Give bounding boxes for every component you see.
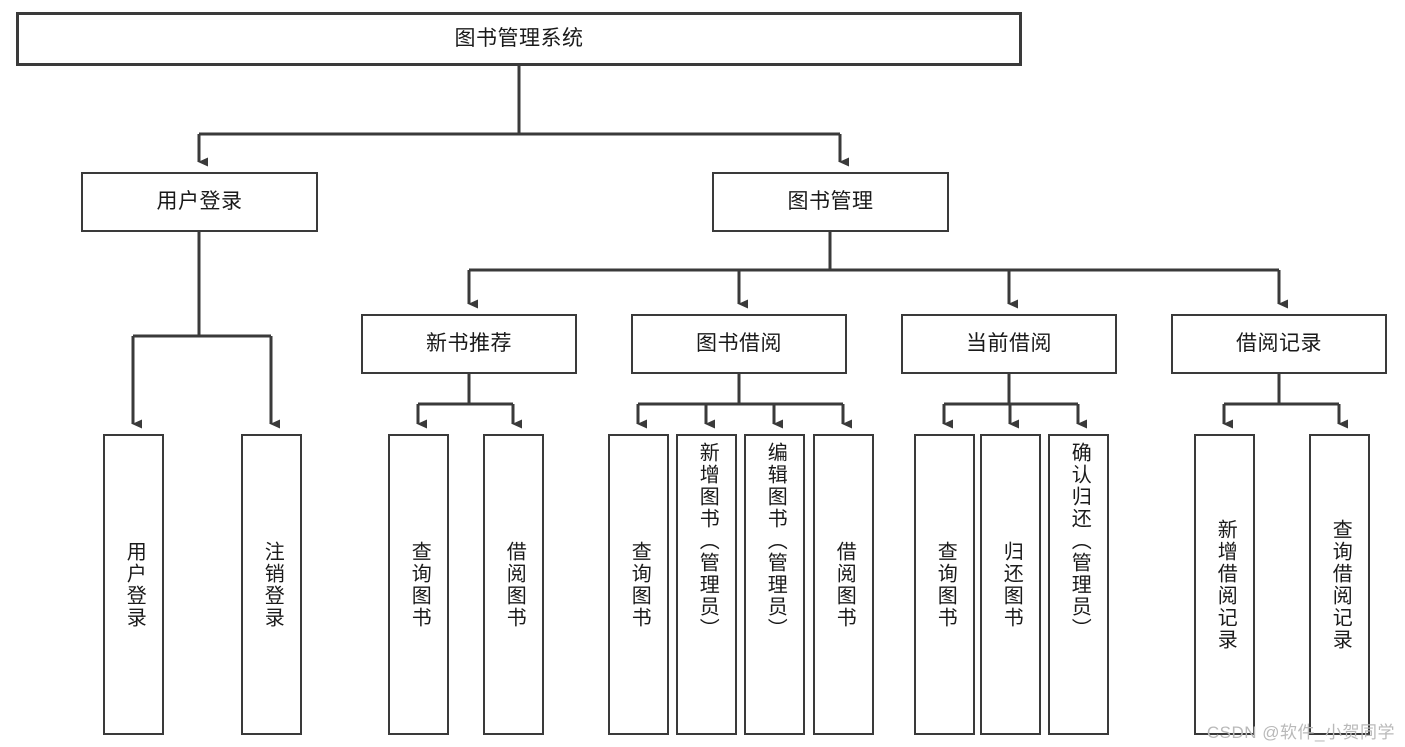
leaf-user-login-login[interactable]: 用户登录: [103, 434, 164, 735]
leaf-current-confirm-return-admin[interactable]: 确认归还（管理员）: [1048, 434, 1109, 735]
leaf-borrow-query-book[interactable]: 查询图书: [608, 434, 669, 735]
node-label: 查询图书: [934, 540, 957, 629]
leaf-borrow-borrow-book[interactable]: 借阅图书: [813, 434, 874, 735]
node-label: 确认归还（管理员）: [1068, 442, 1091, 640]
leaf-user-login-logout[interactable]: 注销登录: [241, 434, 302, 735]
node-book-borrow[interactable]: 图书借阅: [631, 314, 847, 374]
node-book-management[interactable]: 图书管理: [712, 172, 949, 232]
node-borrow-record[interactable]: 借阅记录: [1171, 314, 1387, 374]
node-label: 借阅图书: [833, 540, 856, 629]
node-label: 查询图书: [628, 540, 651, 629]
node-label: 编辑图书（管理员）: [764, 442, 787, 640]
node-label: 查询借阅记录: [1329, 518, 1352, 651]
leaf-recommend-query-book[interactable]: 查询图书: [388, 434, 449, 735]
node-label: 新书推荐: [426, 331, 512, 355]
leaf-recommend-borrow-book[interactable]: 借阅图书: [483, 434, 544, 735]
leaf-record-query-record[interactable]: 查询借阅记录: [1309, 434, 1370, 735]
node-label: 图书借阅: [696, 331, 782, 355]
leaf-borrow-edit-book-admin[interactable]: 编辑图书（管理员）: [744, 434, 805, 735]
leaf-current-query-book[interactable]: 查询图书: [914, 434, 975, 735]
node-label: 用户登录: [156, 189, 243, 213]
leaf-record-add-record[interactable]: 新增借阅记录: [1194, 434, 1255, 735]
node-label: 新增图书（管理员）: [696, 442, 719, 640]
node-label: 注销登录: [261, 540, 284, 629]
node-label: 借阅记录: [1236, 331, 1322, 355]
node-label: 图书管理: [787, 189, 874, 213]
node-label: 用户登录: [123, 540, 146, 629]
node-label: 归还图书: [1000, 540, 1023, 629]
node-root-system[interactable]: 图书管理系统: [16, 12, 1022, 66]
node-label: 图书管理系统: [454, 26, 584, 50]
node-label: 查询图书: [408, 540, 431, 629]
leaf-current-return-book[interactable]: 归还图书: [980, 434, 1041, 735]
node-user-login[interactable]: 用户登录: [81, 172, 318, 232]
leaf-borrow-add-book-admin[interactable]: 新增图书（管理员）: [676, 434, 737, 735]
node-new-book-recommend[interactable]: 新书推荐: [361, 314, 577, 374]
node-label: 新增借阅记录: [1214, 518, 1237, 651]
node-label: 借阅图书: [503, 540, 526, 629]
csdn-watermark: CSDN @软件_小贺同学: [1206, 723, 1395, 742]
node-current-borrow[interactable]: 当前借阅: [901, 314, 1117, 374]
node-label: 当前借阅: [966, 331, 1052, 355]
